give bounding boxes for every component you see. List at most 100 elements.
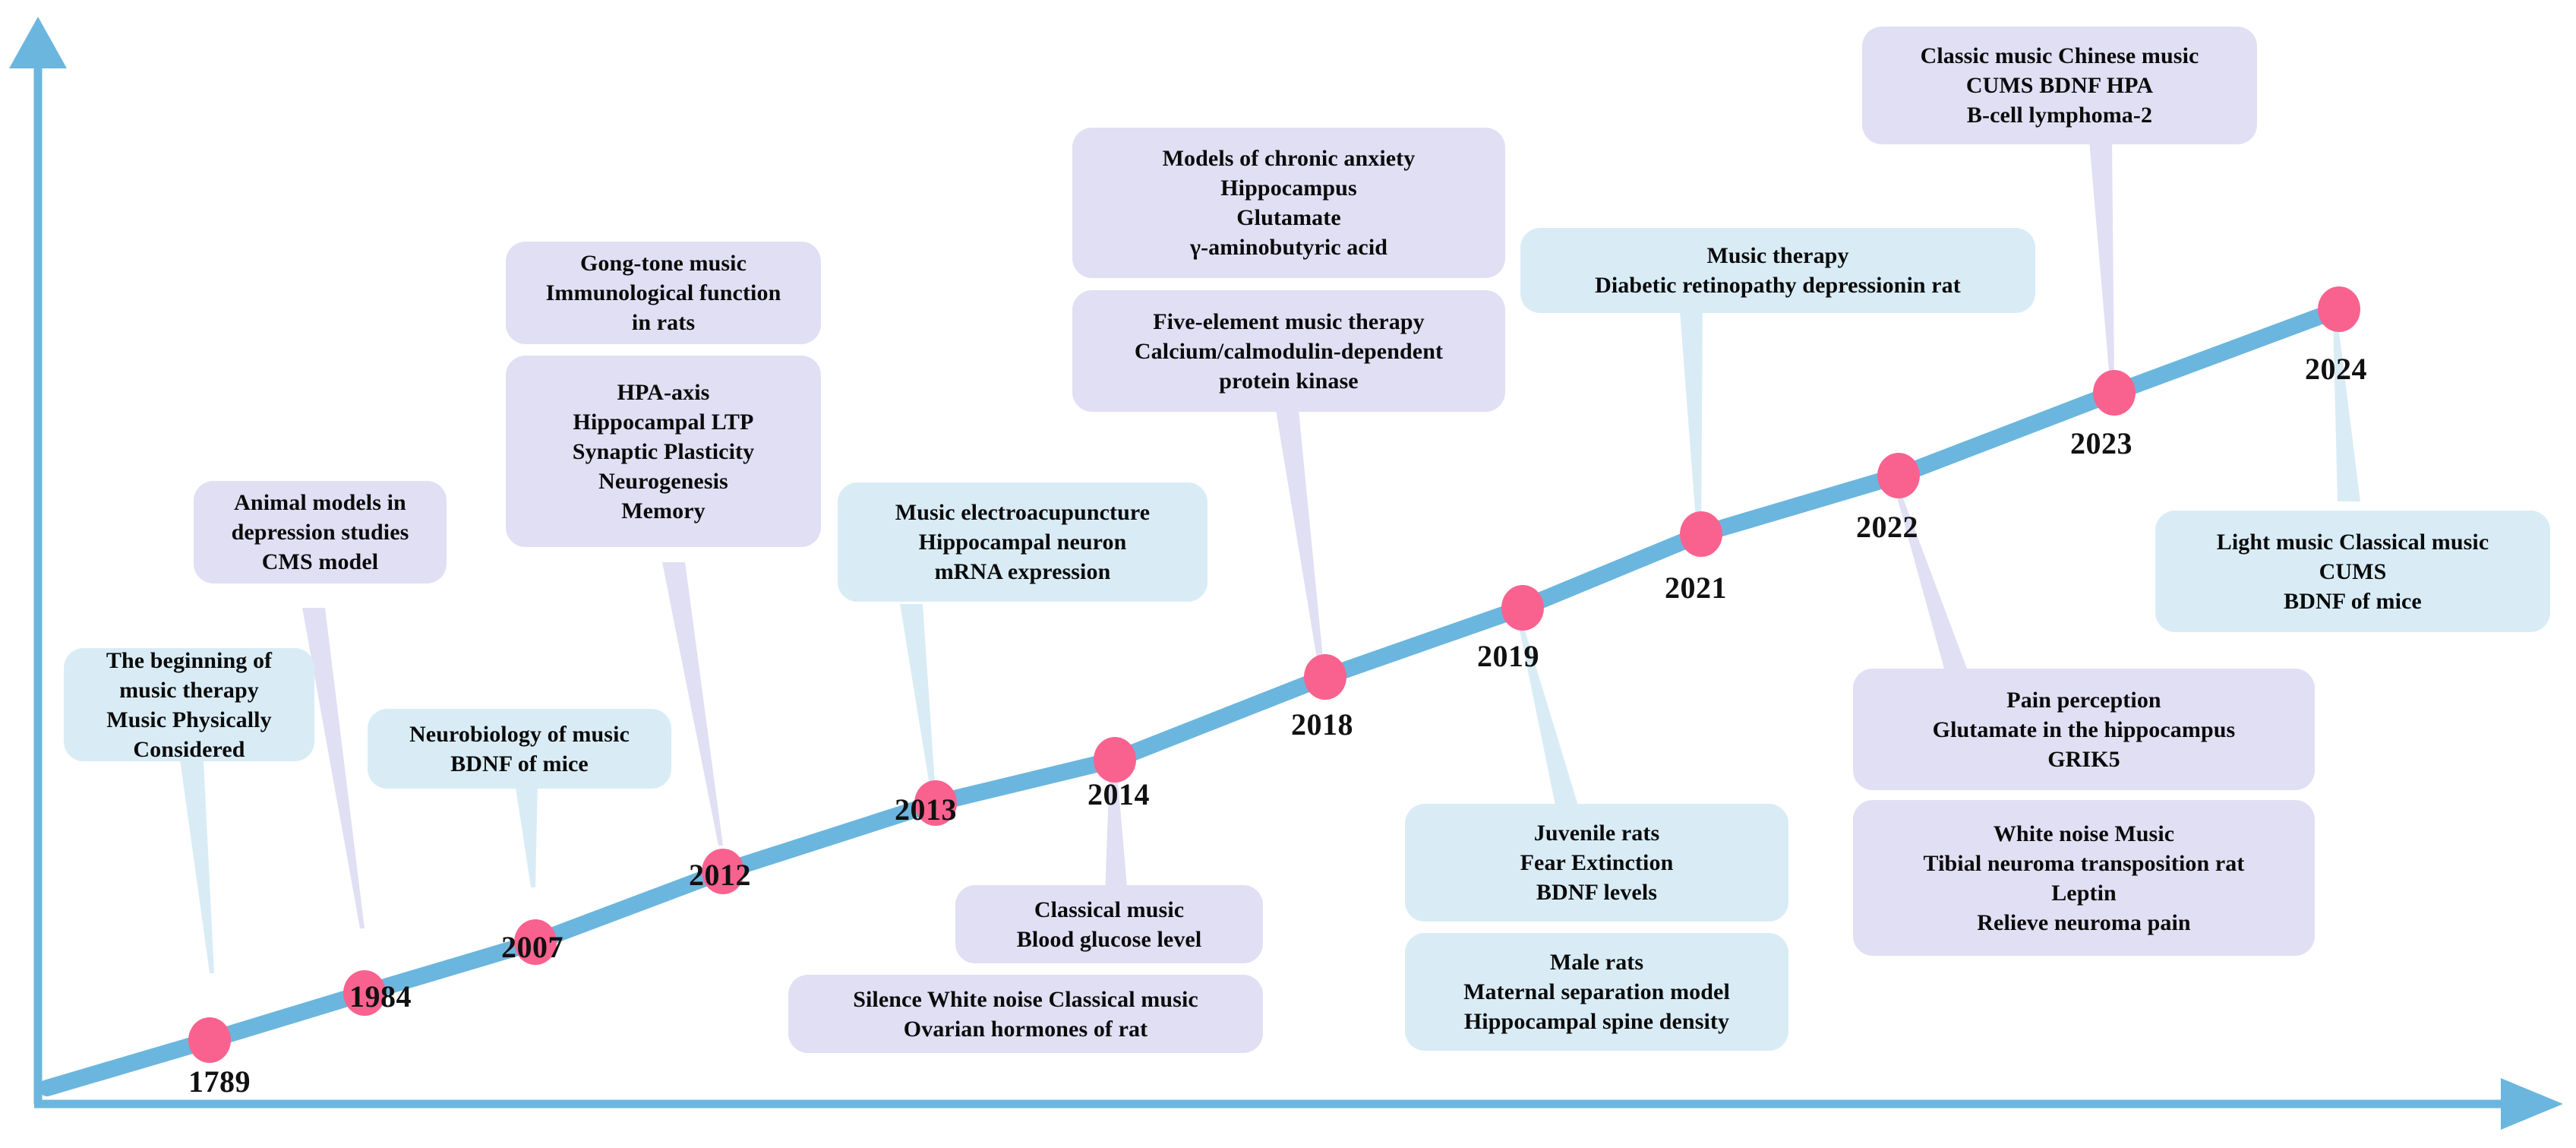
card-2021[interactable]: Music therapy Diabetic retinopathy depre… (1520, 228, 2035, 313)
card-line: Neurobiology of music (409, 721, 630, 747)
card-line: CMS model (261, 549, 379, 574)
card-line: HPA-axis (617, 379, 710, 405)
connector-2013 (900, 604, 936, 795)
card-line: Music therapy (1706, 243, 1849, 268)
card-line: Immunological function (545, 280, 781, 305)
card-line: BDNF of mice (450, 751, 589, 776)
card-line: Tibial neuroma transposition rat (1923, 850, 2245, 876)
year-label-2023: 2023 (2070, 426, 2132, 460)
connector-2018 (1276, 410, 1325, 682)
card-2012-top[interactable]: Gong-tone music Immunological function i… (506, 242, 821, 344)
card-line: Hippocampal LTP (573, 409, 754, 435)
card-line: Memory (621, 498, 706, 523)
y-axis-arrow-icon (9, 17, 67, 68)
card-line: γ-aminobutyric acid (1189, 235, 1388, 260)
card-line: Classical music (1034, 897, 1185, 922)
card-line: Pain perception (2006, 687, 2161, 713)
year-label-2014: 2014 (1088, 777, 1150, 811)
card-line: The beginning of (106, 647, 273, 673)
card-line: Models of chronic anxiety (1162, 146, 1416, 171)
card-line: Blood glucose level (1016, 926, 1202, 952)
year-label-2012: 2012 (689, 858, 751, 892)
card-line: Glutamate (1236, 205, 1341, 230)
node-dot-2019[interactable] (1501, 585, 1544, 631)
card-line: Neurogenesis (598, 468, 728, 494)
card-line: Juvenile rats (1533, 821, 1660, 846)
card-line: Silence White noise Classical music (853, 986, 1198, 1012)
connector-2014 (1105, 746, 1128, 895)
year-label-2019: 2019 (1477, 639, 1539, 673)
card-line: Music Physically (106, 707, 272, 732)
card-line: White noise Music (1993, 821, 2175, 846)
node-dot-2022[interactable] (1877, 453, 1920, 498)
year-label-2013: 2013 (895, 792, 957, 827)
card-line: GRIK5 (2047, 746, 2120, 772)
card-line: protein kinase (1219, 368, 1359, 394)
connector-1789 (180, 760, 214, 973)
card-line: Ovarian hormones of rat (903, 1016, 1148, 1042)
node-dot-2021[interactable] (1680, 511, 1722, 557)
year-label-1984: 1984 (349, 979, 412, 1014)
card-line: Calcium/calmodulin-dependent (1134, 338, 1444, 364)
node-dot-1789[interactable] (188, 1017, 231, 1063)
card-line: in rats (631, 310, 696, 335)
card-line: BDNF of mice (2284, 588, 2422, 614)
card-line: Light music Classical music (2216, 529, 2489, 555)
card-line: CUMS BDNF HPA (1965, 73, 2154, 98)
x-axis-arrow-icon (2501, 1078, 2563, 1130)
connector-1984 (302, 608, 365, 928)
year-label-2024: 2024 (2305, 352, 2367, 386)
connector-2007 (515, 783, 538, 887)
card-line: Maternal separation model (1463, 979, 1730, 1004)
card-line: Leptin (2051, 880, 2117, 906)
card-line: Gong-tone music (580, 251, 747, 276)
year-label-2021: 2021 (1665, 571, 1727, 605)
card-2024[interactable]: Light music Classical music CUMS BDNF of… (2155, 511, 2550, 632)
year-label-2018: 2018 (1291, 707, 1353, 742)
year-label-2022: 2022 (1856, 510, 1918, 544)
card-line: Relieve neuroma pain (1977, 909, 2191, 935)
card-2013[interactable]: Music electroacupuncture Hippocampal neu… (838, 482, 1208, 602)
card-2023[interactable]: Classic music Chinese music CUMS BDNF HP… (1862, 27, 2257, 144)
card-line: Considered (133, 736, 245, 762)
card-line: Five-element music therapy (1153, 308, 1425, 334)
card-line: Synaptic Plasticity (572, 438, 755, 464)
connector-2024 (2333, 319, 2360, 501)
card-1984[interactable]: Animal models in depression studies CMS … (194, 481, 447, 583)
card-2019-bottom[interactable]: Male rats Maternal separation model Hipp… (1405, 933, 1788, 1051)
card-line: depression studies (231, 520, 409, 545)
card-line: Male rats (1549, 950, 1644, 975)
card-2022-bottom[interactable]: White noise Music Tibial neuroma transpo… (1853, 800, 2315, 956)
card-2014-top[interactable]: Classical music Blood glucose level (955, 885, 1263, 963)
card-line: Hippocampus (1220, 176, 1357, 201)
connector-2012 (662, 562, 723, 846)
card-line: B-cell lymphoma-2 (1966, 103, 2153, 128)
card-line: Fear Extinction (1520, 850, 1674, 875)
card-line: CUMS (2319, 558, 2387, 584)
card-2018-bottom[interactable]: Five-element music therapy Calcium/calmo… (1072, 290, 1505, 412)
connector-2021 (1680, 312, 1703, 530)
card-2007[interactable]: Neurobiology of music BDNF of mice (368, 709, 671, 789)
card-1789[interactable]: The beginning of music therapy Music Phy… (64, 647, 314, 762)
card-2022-top[interactable]: Pain perception Glutamate in the hippoca… (1853, 669, 2315, 790)
card-line: Classic music Chinese music (1920, 43, 2199, 68)
node-dot-2018[interactable] (1304, 654, 1346, 700)
year-label-2007: 2007 (501, 930, 564, 964)
node-dot-2023[interactable] (2093, 370, 2136, 416)
card-line: Hippocampal neuron (918, 530, 1127, 555)
card-line: Glutamate in the hippocampus (1932, 716, 2236, 742)
card-line: Hippocampal spine density (1463, 1009, 1730, 1034)
card-line: BDNF levels (1536, 880, 1658, 905)
card-2014-bottom[interactable]: Silence White noise Classical music Ovar… (788, 975, 1263, 1053)
card-line: Music electroacupuncture (895, 500, 1151, 525)
card-2018-top[interactable]: Models of chronic anxiety Hippocampus Gl… (1072, 128, 1505, 278)
node-dot-2024[interactable] (2318, 286, 2360, 332)
card-line: Diabetic retinopathy depressionin rat (1595, 273, 1961, 298)
card-line: music therapy (119, 677, 259, 703)
card-2019-top[interactable]: Juvenile rats Fear Extinction BDNF level… (1405, 804, 1788, 922)
connector-2023 (2089, 141, 2114, 380)
card-2012-bottom[interactable]: HPA-axis Hippocampal LTP Synaptic Plasti… (506, 356, 821, 547)
node-dot-2014[interactable] (1094, 737, 1136, 783)
card-line: mRNA expression (934, 559, 1111, 584)
